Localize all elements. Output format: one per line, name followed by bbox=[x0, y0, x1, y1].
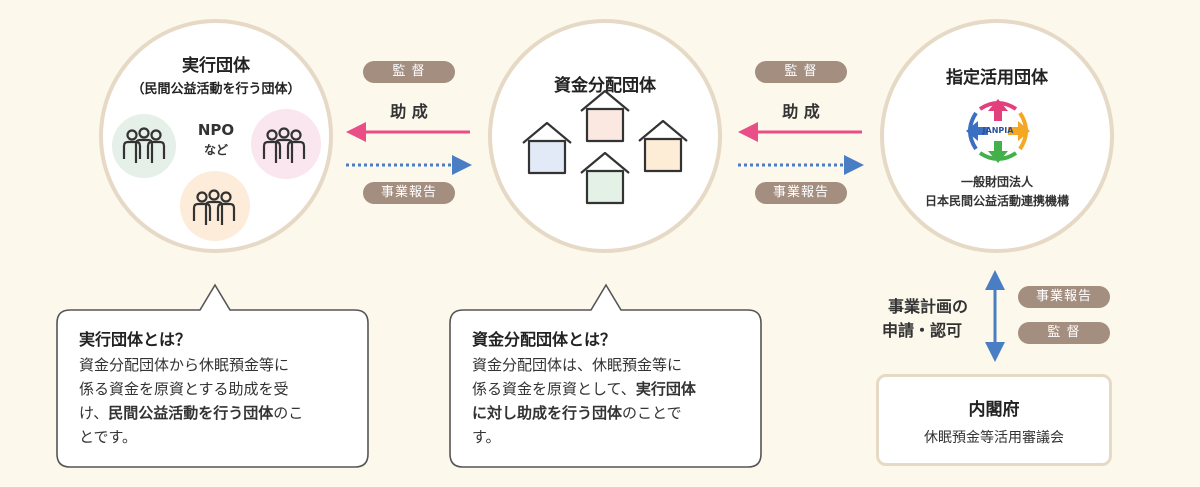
bubble-center-line2: 係る資金を原資として、実行団体 bbox=[472, 378, 696, 401]
bubble-center-line3b: のことで bbox=[622, 404, 682, 422]
bubble-left-line3: け、民間公益活動を行う団体のこ bbox=[79, 402, 303, 425]
grant-arrow-left bbox=[346, 122, 470, 142]
designated-org-title: 指定活用団体 bbox=[946, 68, 1048, 88]
bubble-center-line2a: 係る資金を原資として、 bbox=[472, 380, 636, 398]
executing-org-subtitle: （民間公益活動を行う団体） bbox=[131, 82, 301, 97]
house-icon bbox=[580, 89, 630, 143]
bubble-center-line3: に対し助成を行う団体のことで bbox=[472, 402, 682, 425]
plan-approval-label-line2: 申請・認可 bbox=[881, 321, 962, 340]
bubble-center-shape bbox=[449, 283, 762, 468]
npo-etc-label: など bbox=[203, 143, 228, 157]
cabinet-office-box: 内閣府 休眠預金等活用審議会 bbox=[876, 374, 1112, 466]
fund-distribution-org-circle: 資金分配団体 bbox=[488, 19, 722, 253]
janpia-logo-text: JANPIA bbox=[982, 126, 1014, 135]
supervise-badge-left: 監 督 bbox=[363, 61, 455, 83]
bubble-left-line1: 資金分配団体から休眠預金等に bbox=[79, 356, 290, 374]
bubble-left-line4: とです。 bbox=[79, 428, 138, 446]
grant-label-right: 助 成 bbox=[782, 102, 820, 121]
house-icon bbox=[580, 151, 630, 205]
report-badge-left: 事業報告 bbox=[363, 182, 455, 204]
pink-circle-bg bbox=[251, 109, 321, 179]
bubble-center-line3a: に対し助成を行う団体 bbox=[472, 404, 623, 422]
bubble-left-line3a: け、 bbox=[79, 404, 109, 422]
orange-circle-bg bbox=[180, 171, 250, 241]
house-icon bbox=[522, 121, 572, 175]
people-group-icon bbox=[192, 189, 236, 225]
bubble-left-line3c: のこ bbox=[273, 404, 304, 422]
vertical-double-arrow bbox=[985, 270, 1005, 362]
people-group-icon bbox=[122, 127, 166, 163]
cabinet-office-title: 内閣府 bbox=[968, 400, 1020, 420]
green-circle-bg bbox=[112, 114, 176, 178]
bubble-left-line2: 係る資金を原資とする助成を受 bbox=[79, 380, 289, 398]
bubble-left-shape bbox=[56, 283, 369, 468]
report-badge-vertical: 事業報告 bbox=[1018, 286, 1110, 308]
bubble-center-line4: す。 bbox=[472, 428, 501, 446]
fund-distribution-org-title: 資金分配団体 bbox=[554, 76, 656, 96]
org-type-label: 一般財団法人 bbox=[960, 175, 1033, 189]
supervise-badge-vertical: 監 督 bbox=[1018, 322, 1110, 344]
bubble-center-line2b: 実行団体 bbox=[635, 380, 696, 398]
report-badge-right: 事業報告 bbox=[755, 182, 847, 204]
people-group-icons bbox=[112, 109, 321, 241]
janpia-logo-icon bbox=[966, 99, 1030, 163]
report-arrow-left bbox=[346, 155, 472, 175]
grant-arrow-right bbox=[738, 122, 862, 142]
org-name-label: 日本民間公益活動連携機構 bbox=[924, 194, 1069, 208]
people-group-icon bbox=[262, 127, 306, 163]
grant-label-left: 助 成 bbox=[390, 102, 428, 121]
bubble-left-line3b: 民間公益活動を行う団体 bbox=[108, 404, 274, 422]
cabinet-council-label: 休眠預金等活用審議会 bbox=[924, 430, 1064, 446]
npo-label: NPO bbox=[197, 121, 235, 139]
executing-org-title: 実行団体 bbox=[182, 56, 250, 76]
house-icon bbox=[638, 119, 688, 173]
bubble-center-line1: 資金分配団体は、休眠預金等に bbox=[472, 356, 683, 374]
supervise-badge-right: 監 督 bbox=[755, 61, 847, 83]
plan-approval-label-line1: 事業計画の bbox=[887, 297, 968, 316]
designated-org-circle: 指定活用団体 JANPIA 一般財団法人 日本民間公益活動連携機構 bbox=[880, 19, 1114, 253]
bubble-center-title: 資金分配団体とは？ bbox=[472, 330, 617, 349]
executing-org-circle: 実行団体 （民間公益活動を行う団体） NPO など bbox=[99, 19, 333, 253]
bubble-left-title: 実行団体とは？ bbox=[79, 330, 192, 349]
report-arrow-right bbox=[738, 155, 864, 175]
houses-illustration bbox=[522, 89, 688, 205]
